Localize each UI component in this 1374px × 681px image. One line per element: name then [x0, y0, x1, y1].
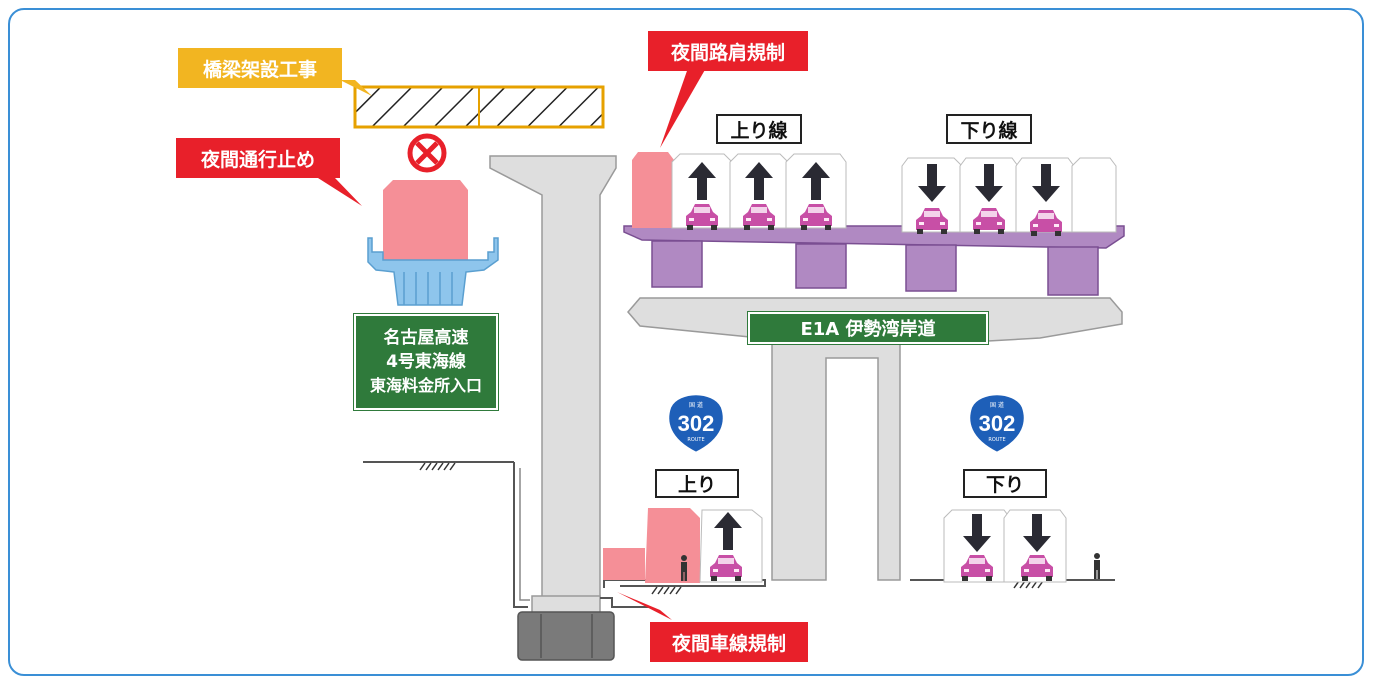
callout-night-shoulder-restriction: 夜間路肩規制: [648, 31, 808, 71]
label-lower-down: 下り: [963, 469, 1047, 498]
route-302-shield-icon: 国 道 302 ROUTE: [666, 392, 726, 455]
route-shield-bottom: ROUTE: [687, 437, 704, 443]
no-entry-icon: [407, 133, 447, 173]
sign-nagoya-line2: 4号東海線: [386, 352, 466, 372]
callout-night-closure: 夜間通行止め: [176, 138, 340, 178]
pedestrian-icon: [1094, 553, 1100, 579]
callout-bridge-construction: 橋梁架設工事: [178, 48, 342, 88]
label-upper-up-line: 上り線: [716, 114, 802, 144]
sign-nagoya-line3: 東海料金所入口: [369, 376, 482, 395]
ground-road: [419, 462, 1115, 595]
route-shield-number: 302: [678, 411, 715, 436]
sign-nagoya-expressway: 名古屋高速 4号東海線 東海料金所入口: [353, 313, 499, 411]
isewan-pier: [627, 297, 1123, 581]
label-lower-up: 上り: [655, 469, 739, 498]
callout-night-lane-restriction: 夜間車線規制: [650, 622, 808, 662]
route-shield-bottom: ROUTE: [988, 437, 1005, 443]
route-shield-top: 国 道: [990, 401, 1004, 409]
route-shield-top: 国 道: [689, 401, 703, 409]
upper-deck: [623, 152, 1125, 296]
tall-pier: [363, 155, 650, 661]
sign-isewan-expressway: E1A 伊勢湾岸道: [747, 311, 989, 345]
toll-ramp-closed: [367, 180, 499, 306]
sign-nagoya-line1: 名古屋高速: [383, 328, 469, 348]
route-302-shield-icon: 国 道 302 ROUTE: [967, 392, 1027, 455]
bridge-construction-girder: [353, 85, 605, 129]
label-upper-down-line: 下り線: [946, 114, 1032, 144]
route-shield-number: 302: [979, 411, 1016, 436]
diagram-frame: [8, 8, 1364, 676]
pedestrian-icon: [681, 555, 687, 581]
